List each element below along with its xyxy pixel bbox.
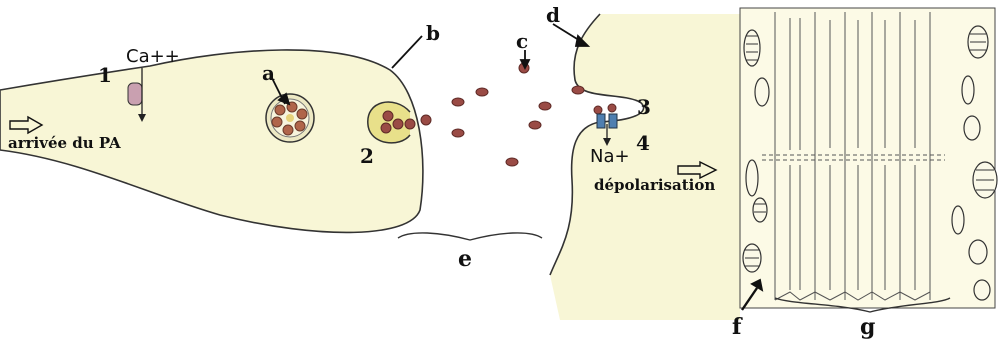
vesicle-a xyxy=(266,94,314,142)
depolarisation-label: dépolarisation xyxy=(594,176,715,194)
label-1: 1 xyxy=(98,63,112,87)
arrival-label: arrivée du PA xyxy=(8,134,121,152)
label-3: 3 xyxy=(637,95,651,119)
label-a: a xyxy=(262,61,275,85)
sodium-label: Na+ xyxy=(590,146,630,167)
label-g: g xyxy=(860,314,875,340)
muscle-fibre xyxy=(740,8,995,308)
label-4: 4 xyxy=(636,131,650,155)
calcium-label: Ca++ xyxy=(126,46,180,67)
label-c: c xyxy=(516,29,528,53)
label-d: d xyxy=(546,3,560,27)
label-f: f xyxy=(732,314,743,340)
exocytosis-vesicle xyxy=(368,102,431,143)
label-b: b xyxy=(426,21,440,45)
label-2: 2 xyxy=(360,144,374,168)
label-e: e xyxy=(458,246,472,272)
bracket-e xyxy=(398,233,542,240)
